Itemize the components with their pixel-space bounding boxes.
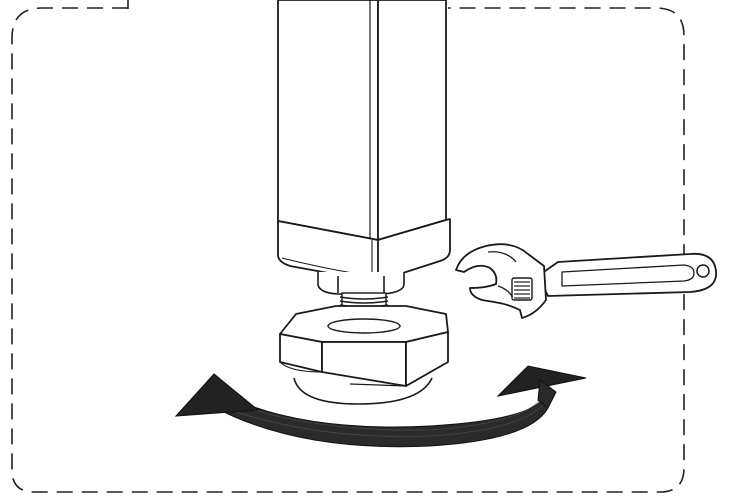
upper-nut bbox=[317, 272, 405, 295]
left-arrow-head bbox=[174, 373, 260, 417]
rotation-arrow bbox=[174, 365, 587, 448]
hex-adjuster bbox=[279, 305, 449, 387]
leg-tube bbox=[277, 0, 447, 241]
leg-cap bbox=[277, 218, 451, 282]
dashed-frame bbox=[11, 7, 685, 493]
adjustable-wrench bbox=[455, 243, 717, 319]
